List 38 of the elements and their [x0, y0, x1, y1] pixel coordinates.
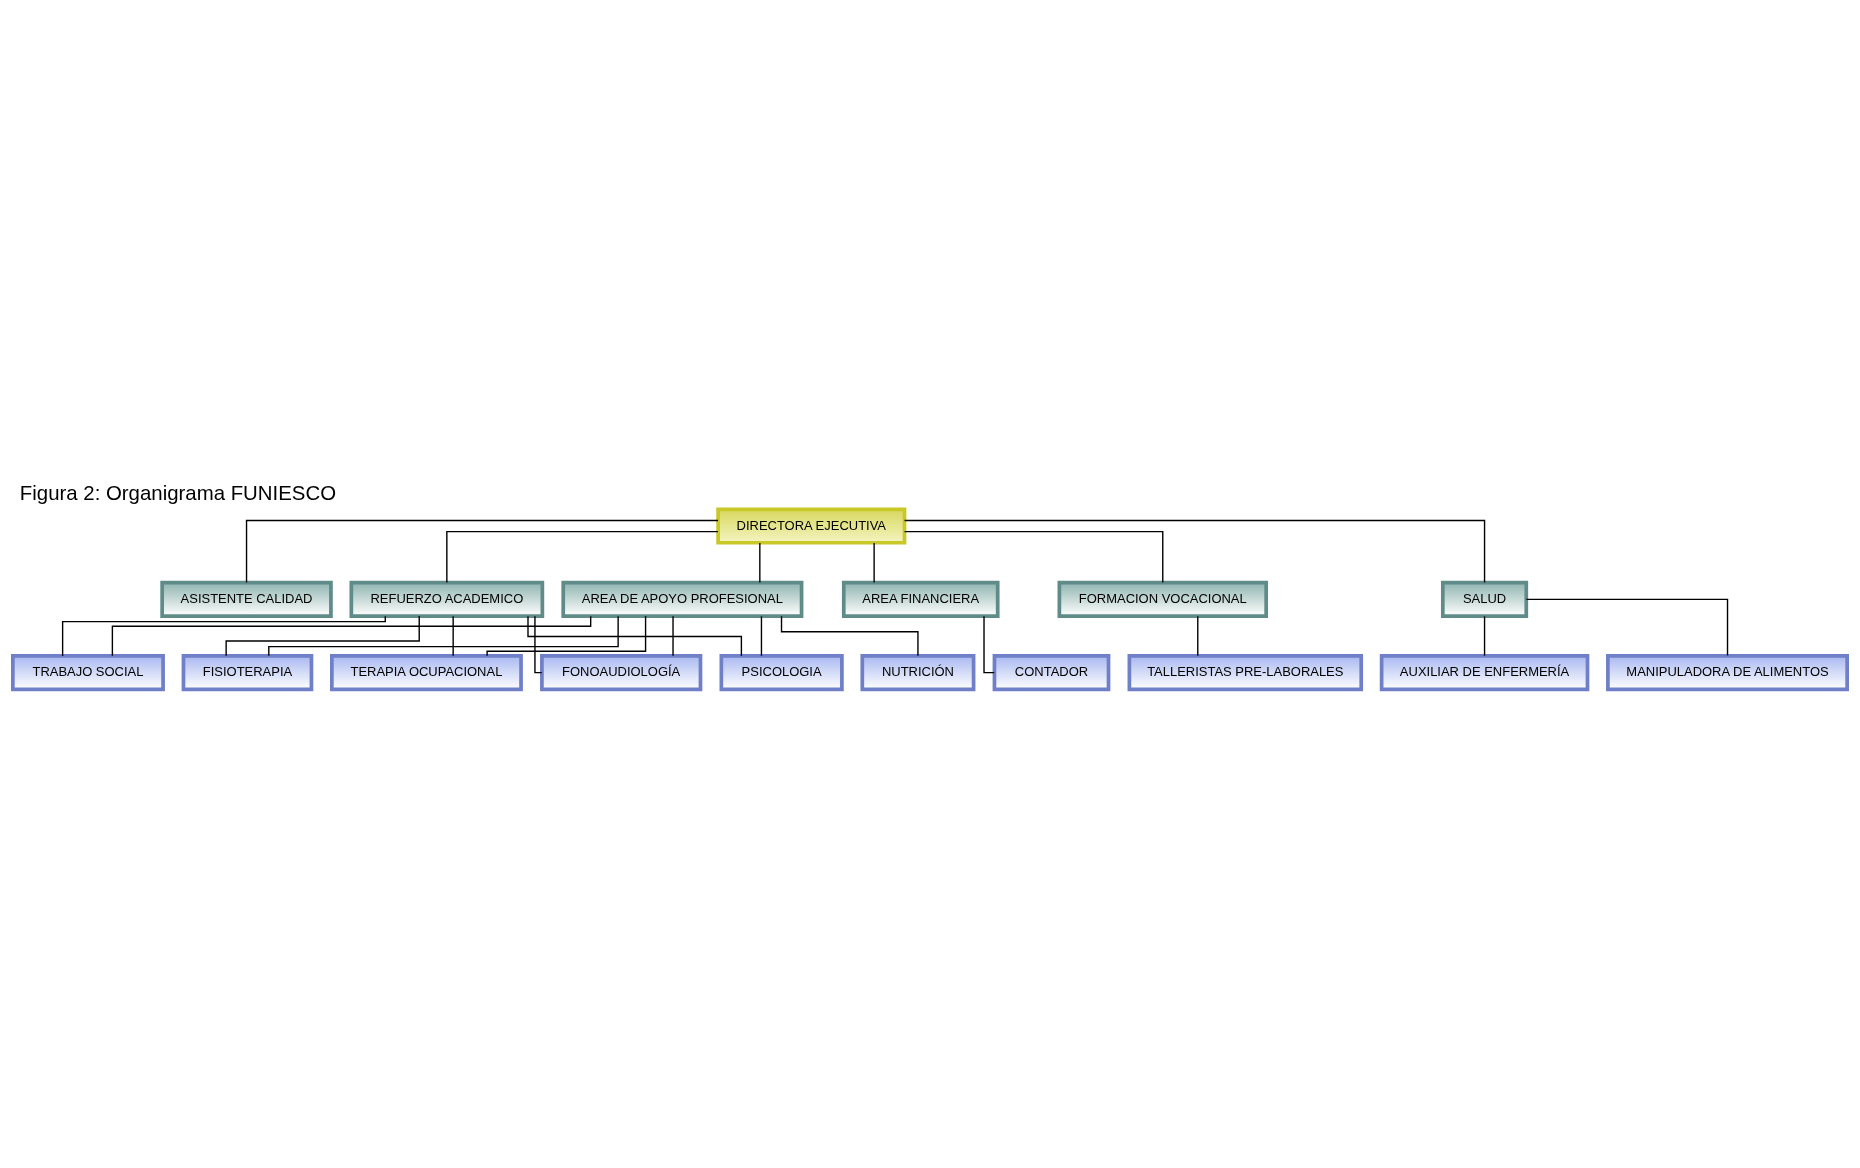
- connector: [452, 615, 454, 656]
- diagram-title: Figura 2: Organigrama FUNIESCO: [19, 481, 336, 504]
- connector: [983, 615, 995, 673]
- node-box: TERAPIA OCUPACIONAL: [330, 653, 523, 691]
- node-box: AUXILIAR DE ENFERMERÍA: [1379, 653, 1590, 691]
- connector: [759, 541, 761, 583]
- connector: [1197, 615, 1199, 656]
- connector: [486, 614, 647, 656]
- connector: [903, 530, 1164, 583]
- node-box: CONTADOR: [992, 653, 1111, 691]
- node-box: SALUD: [1440, 580, 1529, 618]
- connector: [672, 615, 674, 656]
- connector: [268, 614, 619, 656]
- node-box: TRABAJO SOCIAL: [11, 653, 165, 691]
- connector: [527, 614, 743, 656]
- connector: [873, 541, 875, 583]
- node-box: MANIPULADORA DE ALIMENTOS: [1606, 653, 1849, 691]
- connector: [245, 519, 719, 583]
- node-box: DIRECTORA EJECUTIVA: [716, 507, 907, 545]
- connector: [61, 615, 386, 657]
- node-box: TALLERISTAS PRE-LABORALES: [1127, 653, 1364, 691]
- node-box: NUTRICIÓN: [860, 653, 976, 691]
- connector: [534, 615, 543, 673]
- connector: [1483, 615, 1486, 656]
- node-box: ASISTENTE CALIDAD: [160, 580, 333, 618]
- connector: [446, 530, 719, 583]
- connector: [111, 615, 592, 657]
- node-box: AREA FINANCIERA: [841, 580, 1000, 618]
- node-box: FISIOTERAPIA: [181, 653, 314, 691]
- connector: [903, 519, 1486, 583]
- node-box: REFUERZO ACADEMICO: [349, 580, 545, 618]
- node-box: AREA DE APOYO PROFESIONAL: [561, 580, 804, 618]
- node-box: FONOAUDIOLOGÍA: [540, 653, 703, 691]
- connector: [1525, 598, 1729, 656]
- connector: [225, 614, 420, 656]
- node-box: PSICOLOGIA: [719, 653, 844, 691]
- connector: [760, 615, 763, 656]
- node-box: FORMACION VOCACIONAL: [1057, 580, 1268, 618]
